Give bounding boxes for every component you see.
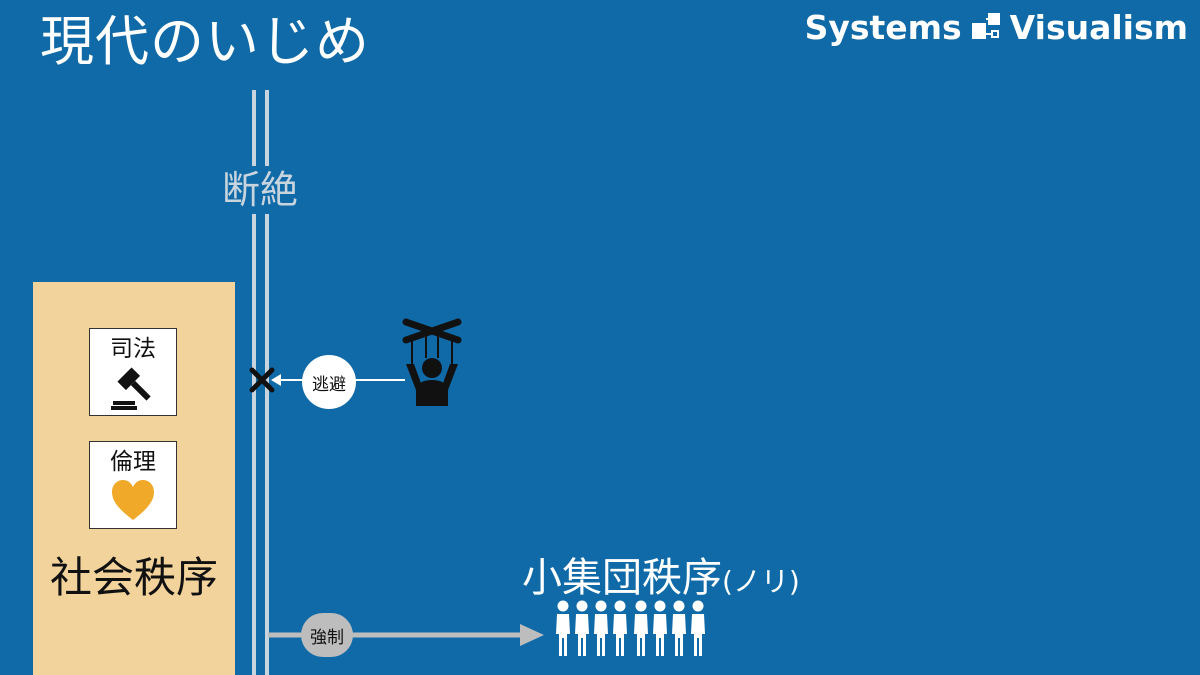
people-group-icon <box>556 600 705 656</box>
escape-bubble: 逃避 <box>302 355 356 409</box>
gavel-icon <box>111 367 151 410</box>
social-order-label: 社会秩序 <box>49 553 218 602</box>
brand-logo: Systems Visualism <box>805 6 1188 48</box>
ethics-card-label: 倫理 <box>110 449 156 475</box>
force-bubble: 強制 <box>301 613 353 657</box>
law-card-label: 司法 <box>110 336 156 362</box>
blocked-x-icon <box>249 367 275 393</box>
brand-left-word: Systems <box>804 7 962 47</box>
escape-connector <box>249 367 405 393</box>
small-group-sub-label: (ノリ) <box>722 565 800 598</box>
brand-right-word: Visualism <box>1009 7 1188 47</box>
heart-icon <box>112 480 154 520</box>
marionette-puppet-icon <box>402 318 462 406</box>
systems-visualism-logo-icon <box>971 13 1000 39</box>
wall-label: 断絶 <box>212 166 308 214</box>
page-title: 現代のいじめ <box>40 10 370 73</box>
small-group-main-label: 小集団秩序 <box>522 555 722 601</box>
ethics-card: 倫理 <box>89 441 177 529</box>
law-card: 司法 <box>89 328 177 416</box>
small-group-label: 小集団秩序(ノリ) <box>522 552 800 608</box>
